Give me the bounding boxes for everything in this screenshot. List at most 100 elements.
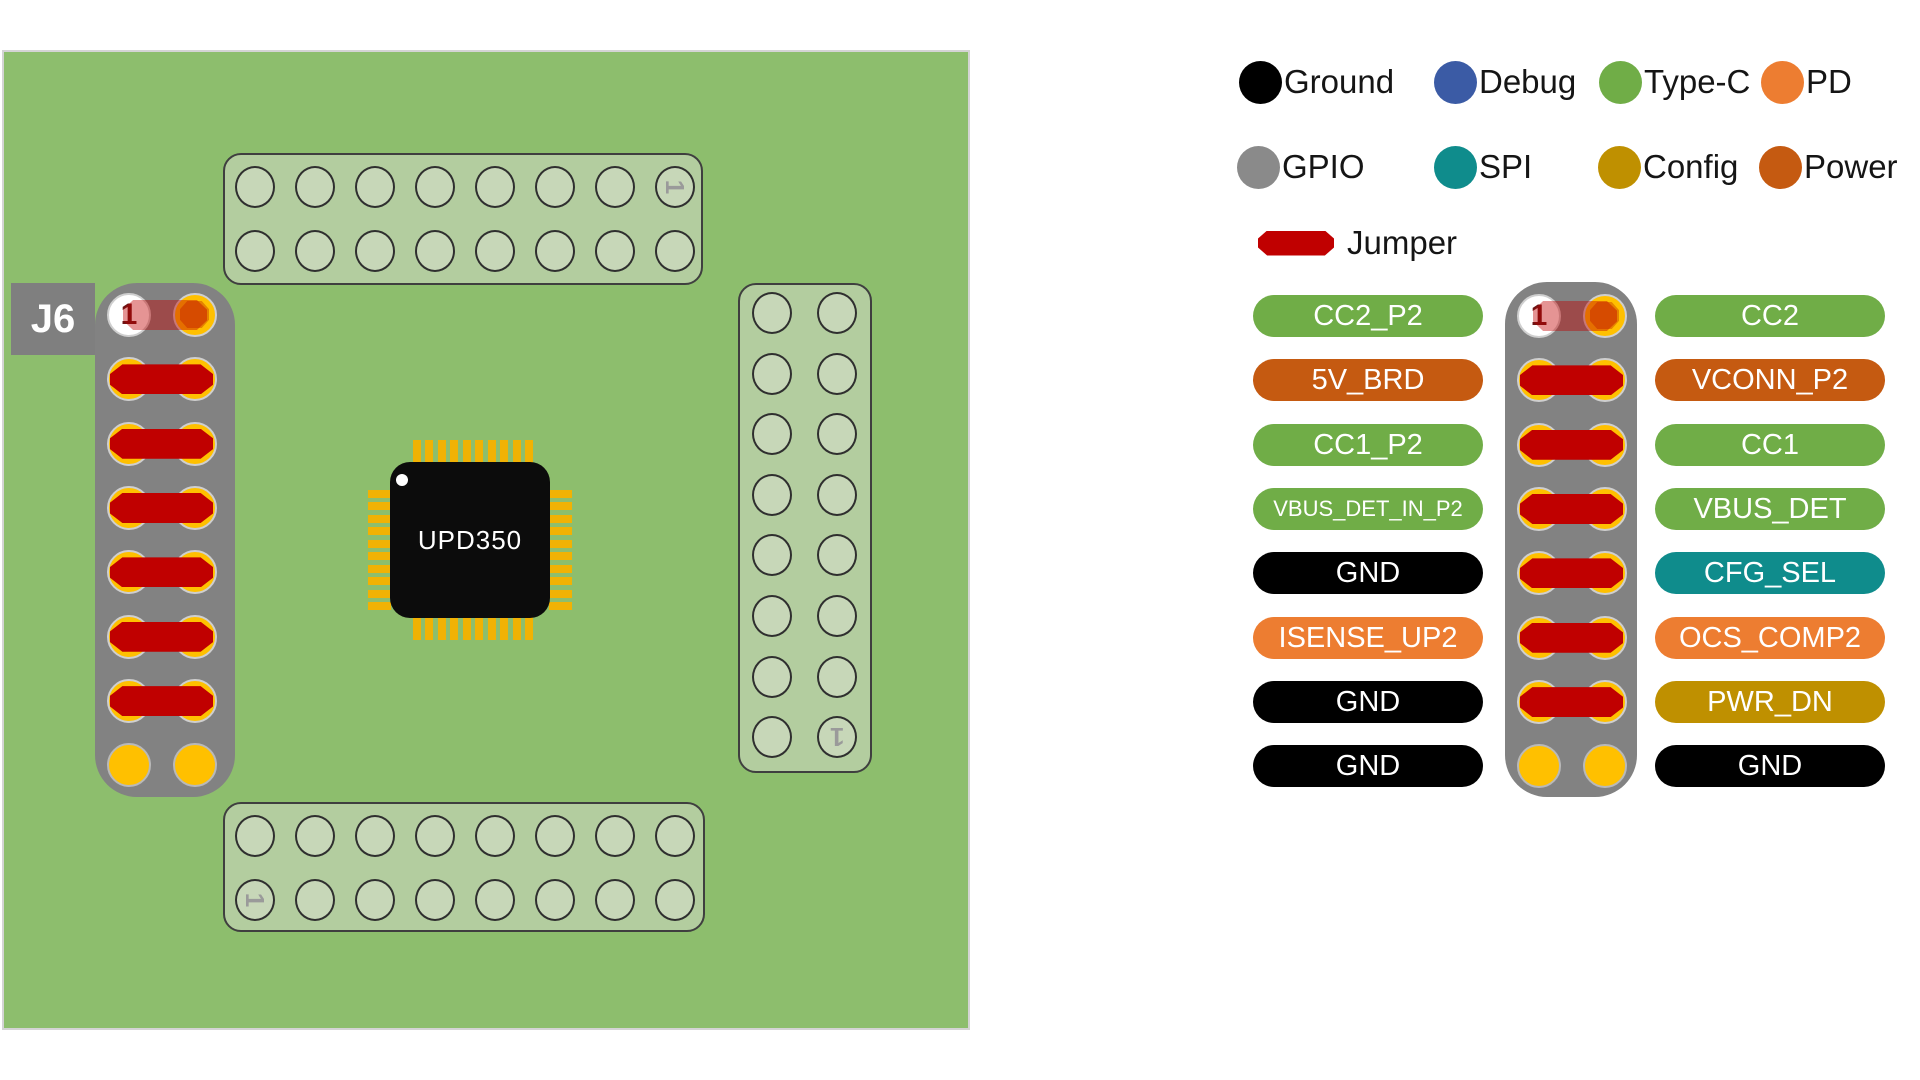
chip-pin bbox=[475, 617, 484, 640]
j6-label: J6 bbox=[11, 283, 95, 355]
header-pin-hole bbox=[817, 292, 857, 334]
header-pin-hole bbox=[817, 413, 857, 456]
j6-label-text: J6 bbox=[30, 296, 76, 341]
debug-color-dot bbox=[1434, 60, 1477, 104]
connector-row-6 bbox=[1505, 615, 1637, 660]
pin1-marker: 1 bbox=[660, 179, 690, 195]
config-color-dot bbox=[1598, 145, 1641, 189]
connector-row-8 bbox=[1505, 744, 1637, 789]
chip-pin bbox=[413, 440, 421, 463]
chip-pin bbox=[549, 564, 572, 573]
chip-pin bbox=[512, 617, 521, 640]
header-pin-hole bbox=[655, 230, 695, 272]
header-pin-hole bbox=[817, 352, 857, 395]
header-pin-hole bbox=[415, 166, 455, 208]
pin-label-cfg-sel: CFG_SEL bbox=[1655, 552, 1885, 594]
chip-pin bbox=[437, 617, 446, 640]
header-pin-hole bbox=[752, 413, 792, 456]
header-pin-hole bbox=[355, 815, 395, 857]
legend-item-power: Power bbox=[1759, 145, 1898, 189]
chip-pin bbox=[368, 539, 391, 548]
jumper bbox=[110, 621, 213, 652]
jumper-icon bbox=[1258, 230, 1334, 256]
jumper bbox=[110, 686, 213, 717]
pinout-connector: 1 bbox=[1505, 282, 1637, 797]
header-pin-hole bbox=[817, 595, 857, 637]
pin-label-gnd-left-5: GND bbox=[1253, 552, 1483, 594]
jumper bbox=[110, 557, 213, 588]
header-pin-hole bbox=[235, 815, 275, 857]
pin1-pad: 1 bbox=[107, 293, 151, 337]
header-pin-hole bbox=[595, 879, 635, 921]
header-pin-hole bbox=[595, 230, 635, 272]
legend-label: SPI bbox=[1479, 148, 1533, 185]
header-pin-hole bbox=[295, 166, 335, 208]
chip-label: UPD350 bbox=[417, 524, 523, 555]
jumper bbox=[1520, 558, 1623, 589]
chip-pin bbox=[462, 440, 471, 463]
header-pin-hole bbox=[752, 655, 792, 698]
ground-color-dot bbox=[1239, 60, 1282, 104]
header-pin-hole bbox=[817, 534, 857, 577]
header-pin-hole: 1 bbox=[655, 166, 695, 208]
jumper-end-orange bbox=[1590, 302, 1619, 329]
chip-pin bbox=[413, 617, 421, 640]
header-pin-hole: 1 bbox=[235, 879, 275, 921]
pin-label-vbus-det: VBUS_DET bbox=[1655, 488, 1885, 530]
connector-row-7 bbox=[1505, 680, 1637, 725]
chip-pin bbox=[549, 589, 572, 598]
header-pin-hole bbox=[817, 655, 857, 698]
chip-pin bbox=[500, 440, 509, 463]
header-right: 1 bbox=[738, 283, 872, 773]
jumper bbox=[1520, 687, 1623, 718]
header-pin-hole bbox=[235, 230, 275, 272]
connector-row-1: 1 bbox=[1505, 294, 1637, 338]
jumper bbox=[1520, 622, 1623, 653]
header-top: 1 bbox=[223, 153, 703, 285]
chip-pin bbox=[549, 502, 572, 511]
pin-pad bbox=[173, 743, 217, 788]
header-pin-hole bbox=[355, 166, 395, 208]
connector-row-5 bbox=[1505, 551, 1637, 596]
pin-pad bbox=[173, 293, 217, 337]
jumper-translucent bbox=[1533, 301, 1617, 331]
pin-label-gnd-right: GND bbox=[1655, 745, 1885, 787]
legend-item-config: Config bbox=[1598, 145, 1738, 189]
legend-item-jumper: Jumper bbox=[1258, 221, 1457, 265]
chip-pin bbox=[450, 617, 459, 640]
connector-row-2 bbox=[95, 357, 235, 402]
gpio-color-dot bbox=[1237, 145, 1280, 189]
connector-row-2 bbox=[1505, 358, 1637, 403]
legend-label: Debug bbox=[1479, 63, 1577, 100]
header-pin-hole bbox=[475, 879, 515, 921]
pin-pad bbox=[1517, 744, 1561, 789]
power-color-dot bbox=[1759, 145, 1802, 189]
pin-label-cc1: CC1 bbox=[1655, 424, 1885, 466]
pin-label-vconn-p2: VCONN_P2 bbox=[1655, 359, 1885, 401]
header-pin-hole bbox=[475, 815, 515, 857]
chip-pin bbox=[549, 539, 572, 548]
legend-label: Type-C bbox=[1644, 63, 1751, 100]
chip-pin bbox=[500, 617, 509, 640]
chip-pin bbox=[368, 589, 391, 598]
chip-pin bbox=[368, 514, 391, 523]
pin-pad bbox=[1583, 744, 1627, 789]
jumper bbox=[1520, 365, 1623, 396]
header-pin-hole bbox=[752, 292, 792, 334]
pin1-marker: 1 bbox=[829, 722, 845, 753]
pin-label-pwr-dn: PWR_DN bbox=[1655, 681, 1885, 723]
pin-label-ocs-comp2: OCS_COMP2 bbox=[1655, 617, 1885, 659]
jumper bbox=[1520, 494, 1623, 525]
jumper bbox=[110, 364, 213, 395]
connector-row-3 bbox=[95, 421, 235, 466]
chip-pin bbox=[487, 617, 496, 640]
chip-pin bbox=[368, 577, 391, 586]
chip-pin bbox=[462, 617, 471, 640]
connector-row-5 bbox=[95, 550, 235, 595]
pin1-pad: 1 bbox=[1517, 294, 1561, 338]
connector-row-4 bbox=[1505, 487, 1637, 532]
header-pin-hole bbox=[535, 230, 575, 272]
header-pin-hole bbox=[595, 166, 635, 208]
connector-row-7 bbox=[95, 679, 235, 724]
pin-label-vbus-det-in-p2: VBUS_DET_IN_P2 bbox=[1253, 488, 1483, 530]
